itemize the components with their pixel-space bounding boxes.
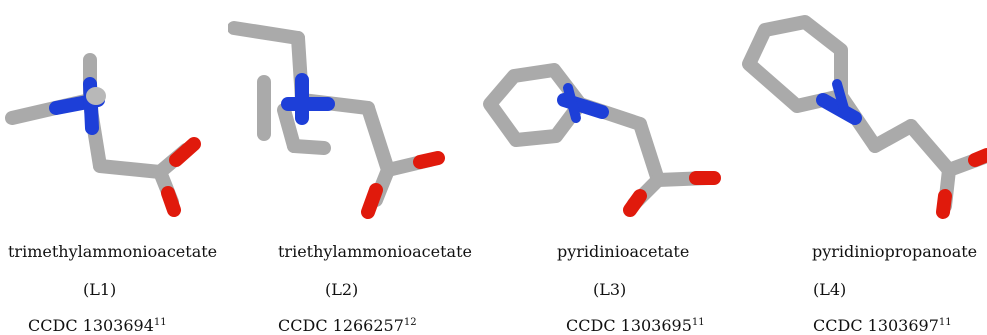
molecule-l4-code: (L4) [813, 280, 847, 299]
molecule-l2-ccdc: CCDC 126625712 [278, 318, 417, 334]
molecule-l1-code: (L1) [83, 280, 117, 299]
molecule-l3-ccdc-number: CCDC 1303695 [566, 316, 692, 335]
molecule-l4-ccdc-number: CCDC 1303697 [813, 316, 939, 335]
molecule-l1-structure [5, 53, 201, 217]
molecule-l2-ccdc-number: CCDC 1266257 [278, 316, 404, 335]
molecule-l2-structure [228, 21, 445, 219]
molecule-l2-name: triethylammonioacetate [278, 242, 472, 261]
molecule-l3-ccdc: CCDC 130369511 [566, 318, 705, 334]
molecule-l3-name: pyridinioacetate [557, 242, 690, 261]
molecule-l3-code: (L3) [593, 280, 627, 299]
molecule-l1-ref: 11 [153, 317, 167, 328]
molecule-l3-structure [483, 63, 721, 217]
molecule-l1-ccdc: CCDC 130369411 [28, 318, 167, 334]
molecule-l4-name: pyridiniopropanoate [812, 242, 978, 261]
molecule-l1-name: trimethylammonioacetate [8, 242, 218, 261]
molecule-l4-ref: 11 [938, 317, 952, 328]
molecule-l4-structure [742, 15, 987, 219]
molecule-l3-ref: 11 [691, 317, 705, 328]
molecule-l2-ref: 12 [403, 317, 417, 328]
molecule-l4-ccdc: CCDC 130369711 [813, 318, 952, 334]
molecule-l2-code: (L2) [325, 280, 359, 299]
molecule-l1-ccdc-number: CCDC 1303694 [28, 316, 154, 335]
